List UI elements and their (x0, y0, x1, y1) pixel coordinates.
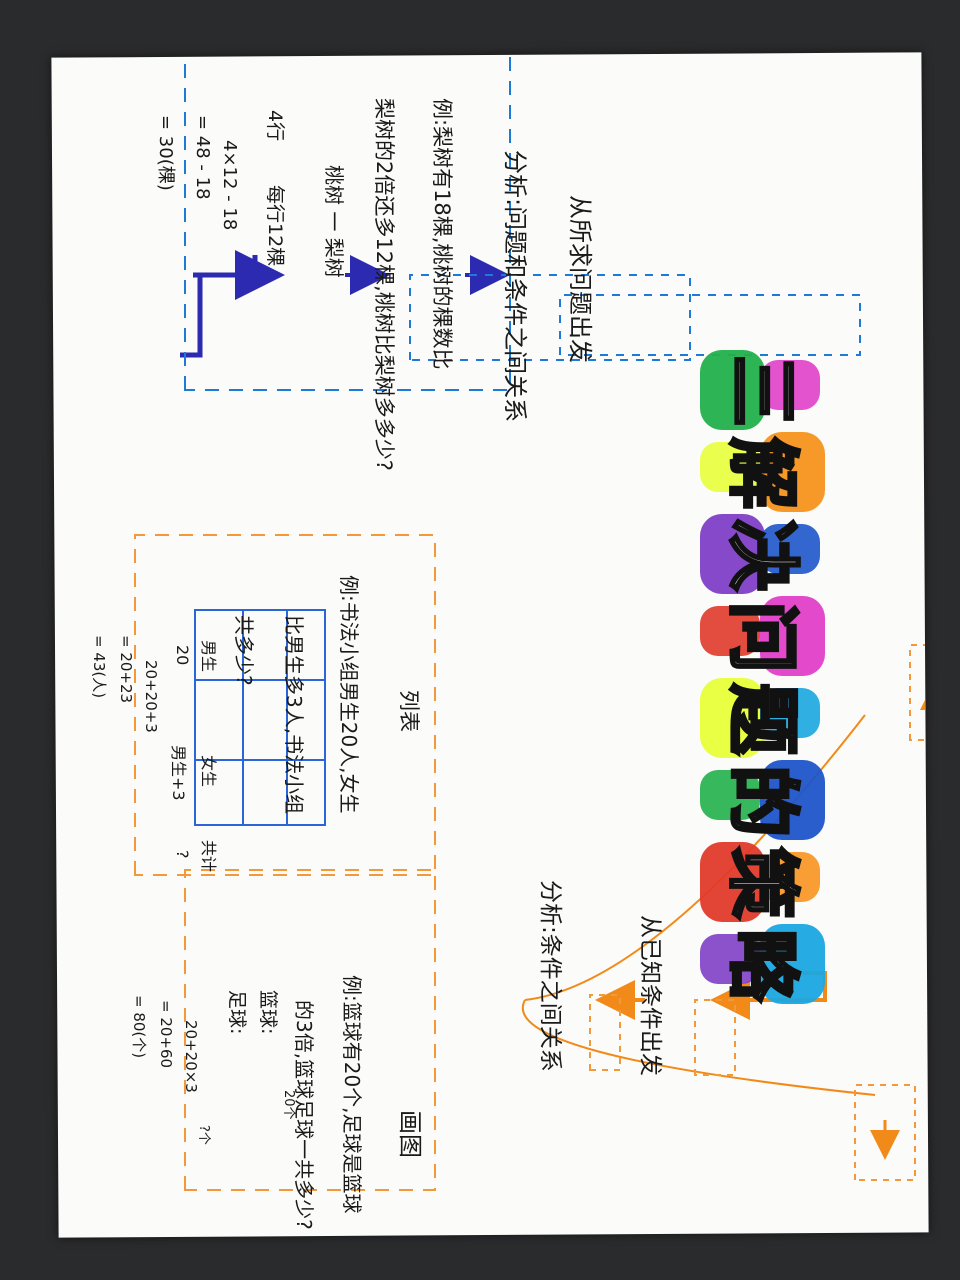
draw-mark1: 20个 (281, 1090, 296, 1120)
bottom-analysis-text: 分析:条件之间关系 (537, 880, 563, 1072)
draw-calc2: = 20+60 (157, 1000, 175, 1069)
title-color-blob (700, 770, 760, 820)
top-example-line1: 例:梨树有18棵,桃树的棵数比 (430, 98, 454, 370)
draw-mark2: ?个 (196, 1125, 211, 1145)
list-calc3: = 43(人) (90, 635, 108, 699)
list-th-2: 女生 (199, 755, 218, 788)
label-box-bottom (694, 999, 736, 1076)
split-curve-2 (522, 999, 876, 1096)
list-calc1: 20+20+3 (142, 660, 160, 733)
top-example-line5: = 48 - 18 (192, 115, 213, 200)
tree-right: 每行12棵 (264, 185, 286, 267)
title-color-blob (760, 852, 820, 902)
title-color-blob (700, 934, 760, 984)
draw-example-line3: 篮球: (257, 990, 279, 1035)
list-example-box (134, 534, 436, 876)
top-example-line2: 梨树的2倍还多12棵,桃树比梨树多多少? (372, 98, 396, 471)
draw-example-line1: 例:篮球有20个,足球是篮球 (340, 975, 364, 1214)
huatu-label: 画图 (396, 1110, 424, 1158)
draw-calc3: = 80(个) (130, 995, 148, 1059)
title-color-blob (700, 350, 765, 430)
title-color-blob (760, 360, 820, 410)
top-branch-connector (180, 255, 258, 358)
huatu-box (854, 1084, 916, 1181)
list-td-1: 20 (173, 645, 192, 666)
list-td-3: ? (173, 850, 192, 859)
list-th-1: 男生 (199, 640, 218, 673)
liebiao-box (909, 644, 925, 741)
label-box-top (409, 274, 691, 361)
list-example-line3: 共多少? (232, 615, 256, 686)
top-analysis-text: 分析:问题和条件之间关系 (501, 150, 529, 423)
list-example-line1: 例:书法小组男生20人,女生 (337, 575, 361, 814)
title-color-blob (760, 432, 825, 512)
title-color-blob (700, 842, 765, 922)
top-example-line3: 桃树 一 梨树 (322, 165, 346, 278)
list-calc2: = 20+23 (117, 635, 135, 704)
title-color-blob (760, 924, 825, 1004)
top-branch-label-text: 从所求问题出发 (566, 195, 594, 363)
list-th-3: 共计 (199, 840, 218, 873)
analysis-box-top (559, 294, 861, 356)
top-example-line4: 4×12 - 18 (219, 140, 240, 231)
list-example-line2: 比男生多3人,书法小组 (282, 615, 306, 815)
title-color-blob (700, 442, 760, 492)
title-char: 略 (719, 927, 806, 1002)
title-color-blob (760, 760, 825, 840)
top-example-line6: = 30(棵) (155, 115, 176, 191)
title-color-blob (700, 606, 760, 656)
draw-example-line4: 足球: (226, 990, 248, 1035)
list-td-2: 男生+3 (169, 745, 188, 801)
title-color-blob (700, 514, 765, 594)
draw-calc1: 20+20×3 (182, 1020, 200, 1093)
title-color-blob (700, 678, 765, 758)
top-example-box (184, 55, 511, 391)
analysis-box-bottom (589, 994, 621, 1071)
title-strip: 三解决问题的策略 (700, 350, 825, 1010)
list-table (194, 609, 326, 826)
draw-example-box (184, 869, 436, 1191)
title-color-blob (760, 524, 820, 574)
liebiao-label: 列表 (397, 690, 421, 732)
title-color-blob (760, 688, 820, 738)
tree-left: 4行 (264, 110, 286, 142)
bottom-branch-label-text: 从已知条件出发 (637, 915, 663, 1076)
title-color-blob (760, 596, 825, 676)
